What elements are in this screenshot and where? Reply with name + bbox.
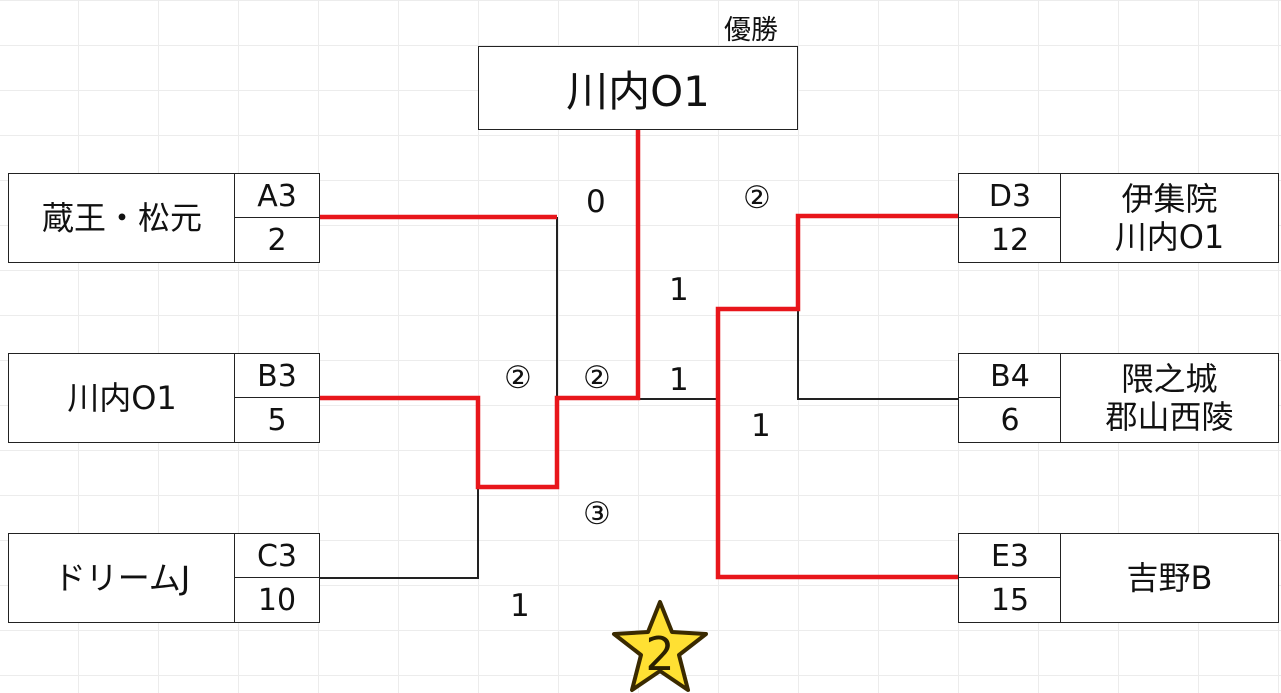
- team-d3-name-box: 伊集院 川内O1: [1060, 173, 1279, 263]
- score-b-vs-c: ②: [504, 360, 532, 396]
- team-d3-code-box: D3: [958, 173, 1062, 219]
- team-b3-name-box: 川内O1: [8, 353, 236, 443]
- team-e3-seed: 15: [990, 582, 1030, 618]
- champion-name: 川内O1: [566, 66, 710, 116]
- team-e3-code: E3: [990, 538, 1030, 574]
- star-badge-icon: 2: [612, 600, 708, 692]
- team-c3-seed-box: 10: [234, 577, 320, 623]
- team-a3-code-box: A3: [234, 173, 320, 219]
- team-e3-name-box: 吉野B: [1060, 533, 1279, 623]
- star-badge-number: 2: [645, 627, 674, 681]
- team-c3-code-box: C3: [234, 533, 320, 579]
- team-e3-name: 吉野B: [1126, 559, 1213, 597]
- team-b4-name-line1: 隈之城: [1121, 360, 1218, 398]
- team-e3-code-box: E3: [958, 533, 1062, 579]
- team-b3-seed: 5: [267, 402, 287, 438]
- team-a3-seed-box: 2: [234, 217, 320, 263]
- score-d-match: ②: [743, 180, 771, 216]
- score-c: 1: [510, 588, 530, 624]
- score-e: 1: [751, 408, 771, 444]
- score-bc-circle: ③: [583, 496, 611, 532]
- team-d3-name-line2: 川内O1: [1114, 218, 1225, 256]
- team-b4-seed: 6: [1000, 402, 1020, 438]
- score-final-right: 1: [669, 272, 689, 308]
- team-b3-seed-box: 5: [234, 397, 320, 443]
- champion-box: 川内O1: [478, 46, 798, 130]
- line-d3-winner: [715, 213, 958, 399]
- team-c3-name: ドリームJ: [53, 559, 191, 597]
- line-b4: [797, 309, 958, 400]
- team-b3-name: 川内O1: [67, 379, 177, 417]
- team-b4-seed-box: 6: [958, 397, 1062, 443]
- team-a3-code: A3: [257, 178, 297, 214]
- team-c3-seed: 10: [257, 582, 297, 618]
- team-c3-code: C3: [256, 538, 298, 574]
- line-b3-winner: [319, 130, 641, 490]
- team-a3-name-box: 蔵王・松元: [8, 173, 236, 263]
- team-e3-seed-box: 15: [958, 577, 1062, 623]
- score-final-left: ②: [583, 360, 611, 396]
- score-final-right2: 1: [669, 362, 689, 398]
- team-b4-code-box: B4: [958, 353, 1062, 399]
- team-a3-name: 蔵王・松元: [41, 199, 202, 237]
- team-d3-name-line1: 伊集院: [1121, 180, 1218, 218]
- team-b4-name-line2: 郡山西陵: [1105, 398, 1234, 436]
- team-d3-seed: 12: [990, 222, 1030, 258]
- line-e3-winner: [715, 399, 958, 580]
- line-c3: [319, 487, 479, 579]
- team-a3-seed: 2: [267, 222, 287, 258]
- champion-title: 優勝: [724, 15, 778, 46]
- team-d3-code: D3: [988, 178, 1032, 214]
- team-b3-code-box: B3: [234, 353, 320, 399]
- team-d3-seed-box: 12: [958, 217, 1062, 263]
- score-a-vs-bc: 0: [586, 184, 606, 220]
- team-c3-name-box: ドリームJ: [8, 533, 236, 623]
- team-b4-code: B4: [990, 358, 1030, 394]
- team-b3-code: B3: [257, 358, 297, 394]
- team-b4-name-box: 隈之城 郡山西陵: [1060, 353, 1279, 443]
